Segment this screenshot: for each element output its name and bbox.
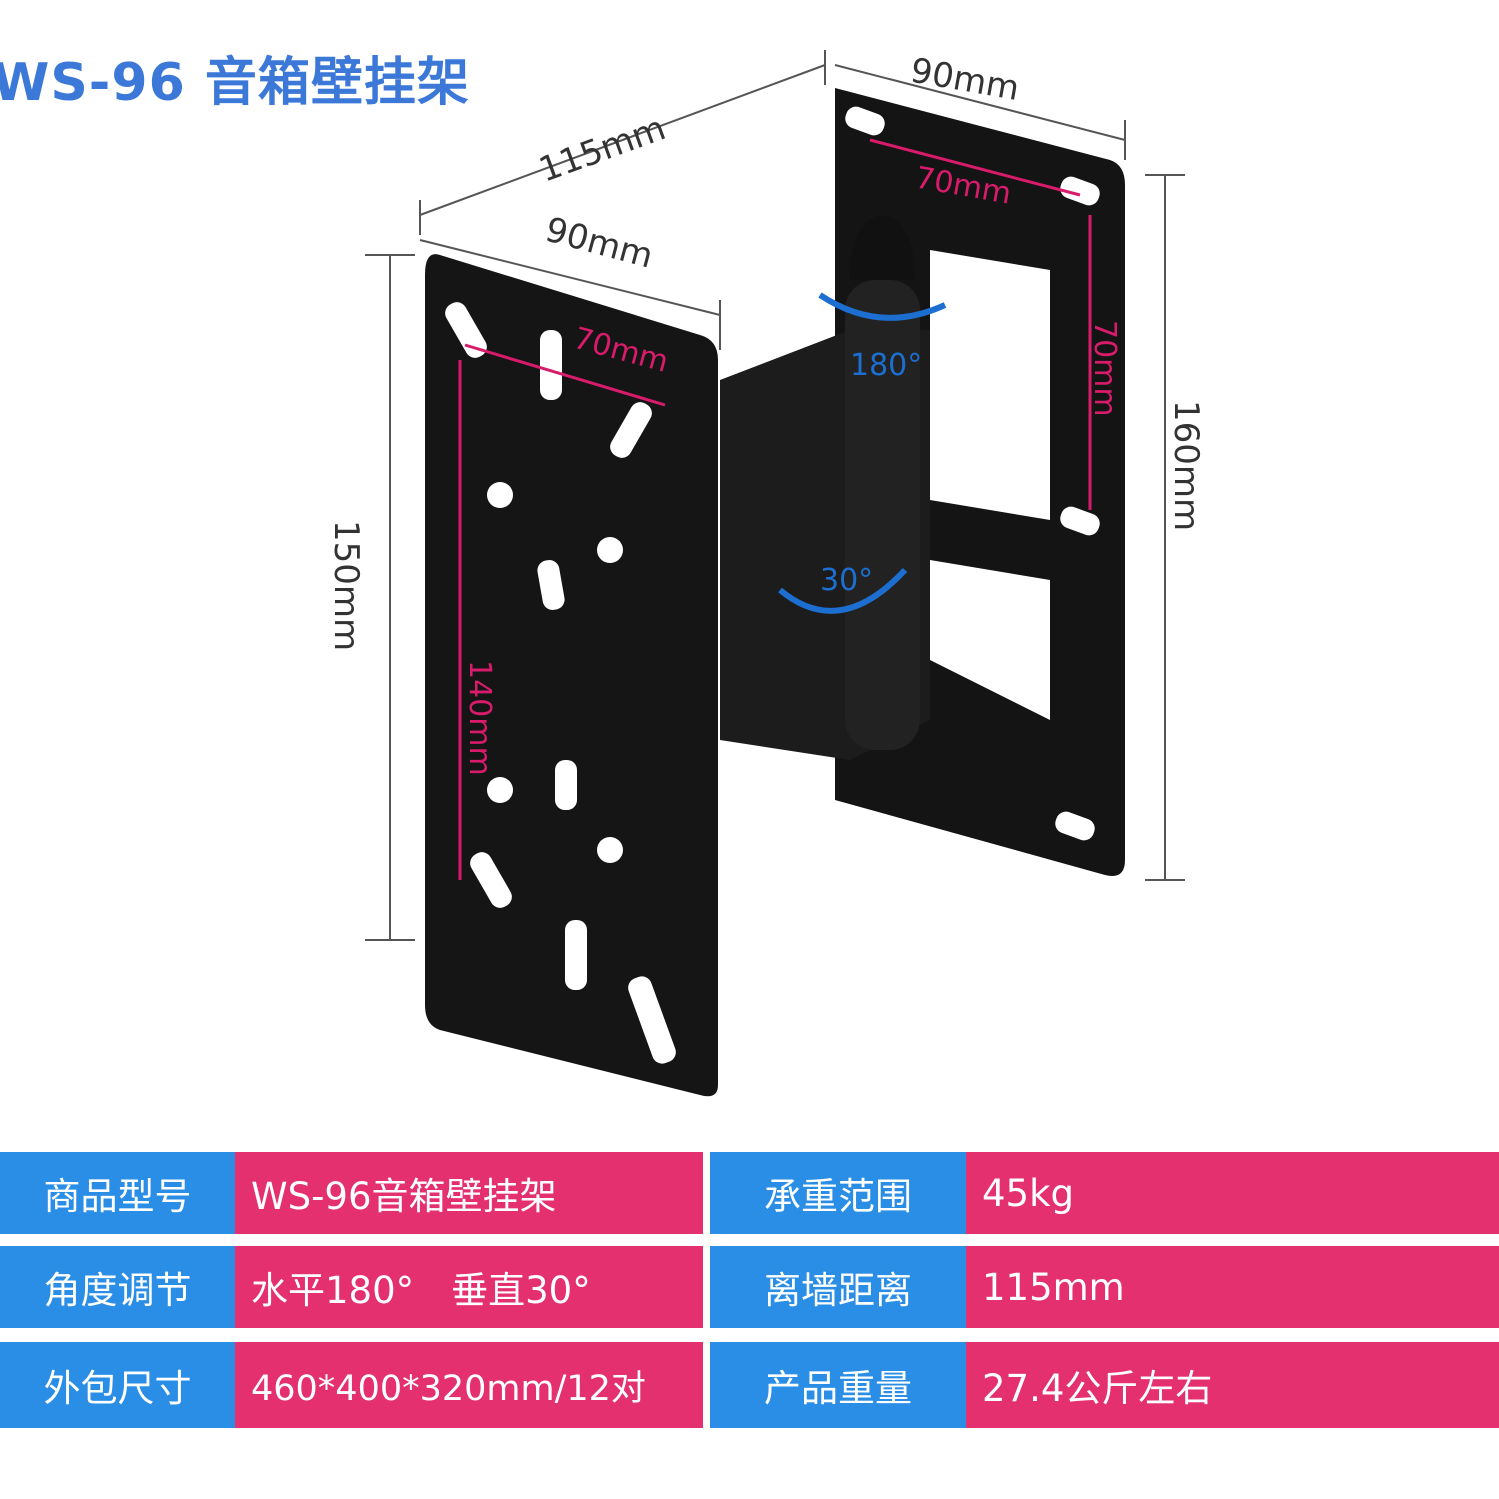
spec-label: 离墙距离 bbox=[710, 1246, 966, 1328]
hole-spacing-lines bbox=[458, 138, 1092, 880]
spec-value: 460*400*320mm/12对 bbox=[235, 1342, 703, 1428]
back-height-label: 160mm bbox=[1166, 400, 1206, 531]
spec-value: 27.4公斤左右 bbox=[966, 1342, 1499, 1428]
rotation-arrows bbox=[778, 292, 947, 614]
front-plate-holes bbox=[445, 302, 676, 1064]
spec-value: 45kg bbox=[966, 1152, 1499, 1234]
spec-label: 商品型号 bbox=[0, 1152, 235, 1234]
back-plate-window bbox=[930, 250, 1050, 520]
front-height-label: 150mm bbox=[326, 520, 366, 651]
back-width-label: 90mm bbox=[907, 51, 1022, 109]
rotate-v-label: 30° bbox=[820, 563, 873, 598]
back-hole-v-label: 70mm bbox=[1087, 320, 1122, 417]
spec-label: 角度调节 bbox=[0, 1246, 235, 1328]
back-plate-holes bbox=[845, 106, 1100, 841]
bracket-diagram: 115mm 90mm 70mm 70mm 160mm 90mm 70mm 150… bbox=[326, 50, 1206, 1097]
pivot-post bbox=[845, 280, 920, 750]
spec-value: WS-96音箱壁挂架 bbox=[235, 1152, 703, 1234]
spec-label: 产品重量 bbox=[710, 1342, 966, 1428]
spec-value: 115mm bbox=[966, 1246, 1499, 1328]
front-hole-v-label: 140mm bbox=[462, 660, 497, 776]
spec-row: 角度调节 水平180° 垂直30° 离墙距离 115mm bbox=[0, 1246, 1499, 1328]
spec-label: 外包尺寸 bbox=[0, 1342, 235, 1428]
rotate-h-label: 180° bbox=[850, 348, 922, 383]
depth-label: 115mm bbox=[534, 108, 671, 190]
spec-row: 商品型号 WS-96音箱壁挂架 承重范围 45kg bbox=[0, 1152, 1499, 1234]
dimension-lines bbox=[365, 50, 1185, 941]
spec-label: 承重范围 bbox=[710, 1152, 966, 1234]
page-title: WS-96 音箱壁挂架 bbox=[0, 53, 470, 113]
pivot-cap bbox=[850, 215, 915, 280]
spec-row: 外包尺寸 460*400*320mm/12对 产品重量 27.4公斤左右 bbox=[0, 1342, 1499, 1428]
back-plate-window-2 bbox=[930, 560, 1050, 720]
spec-value: 水平180° 垂直30° bbox=[235, 1246, 703, 1328]
front-width-label: 90mm bbox=[541, 210, 657, 277]
